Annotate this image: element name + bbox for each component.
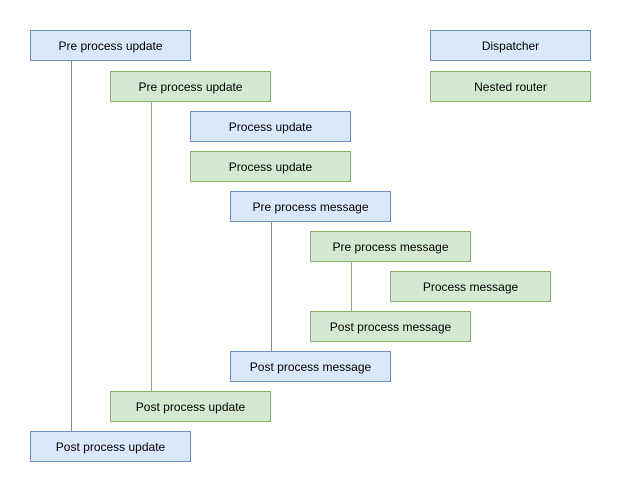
node-pre-process-update-dispatcher[interactable]: Pre process update	[30, 30, 191, 61]
legend-item-nested-router-label: Nested router	[474, 79, 547, 94]
node-pre-process-message-dispatcher[interactable]: Pre process message	[230, 191, 391, 222]
node-label: Post process update	[135, 399, 246, 414]
node-label: Process message	[422, 279, 519, 294]
node-process-update-router[interactable]: Process update	[190, 151, 351, 182]
node-post-process-message-dispatcher[interactable]: Post process message	[230, 351, 391, 382]
node-label: Post process message	[329, 319, 452, 334]
node-process-update-dispatcher[interactable]: Process update	[190, 111, 351, 142]
edge-nested-pre-process-message-to-post-process-message	[351, 262, 352, 311]
node-label: Post process message	[249, 359, 372, 374]
node-post-process-message-router[interactable]: Post process message	[310, 311, 471, 342]
legend-item-nested-router[interactable]: Nested router	[430, 71, 591, 102]
node-label: Pre process update	[58, 38, 163, 53]
edge-nested-pre-process-update-to-post-process-update	[151, 102, 152, 391]
node-label: Pre process message	[332, 239, 449, 254]
node-post-process-update-router[interactable]: Post process update	[110, 391, 271, 422]
node-label: Pre process update	[138, 79, 243, 94]
node-label: Process update	[228, 159, 313, 174]
node-label: Post process update	[55, 439, 166, 454]
node-post-process-update-dispatcher[interactable]: Post process update	[30, 431, 191, 462]
legend-item-dispatcher-label: Dispatcher	[481, 38, 540, 53]
edge-pre-process-update-to-post-process-update	[71, 61, 72, 431]
node-pre-process-update-router[interactable]: Pre process update	[110, 71, 271, 102]
node-process-message-router[interactable]: Process message	[390, 271, 551, 302]
legend-item-dispatcher[interactable]: Dispatcher	[430, 30, 591, 61]
node-pre-process-message-router[interactable]: Pre process message	[310, 231, 471, 262]
edge-pre-process-message-to-post-process-message	[271, 222, 272, 351]
node-label: Process update	[228, 119, 313, 134]
node-label: Pre process message	[252, 199, 369, 214]
